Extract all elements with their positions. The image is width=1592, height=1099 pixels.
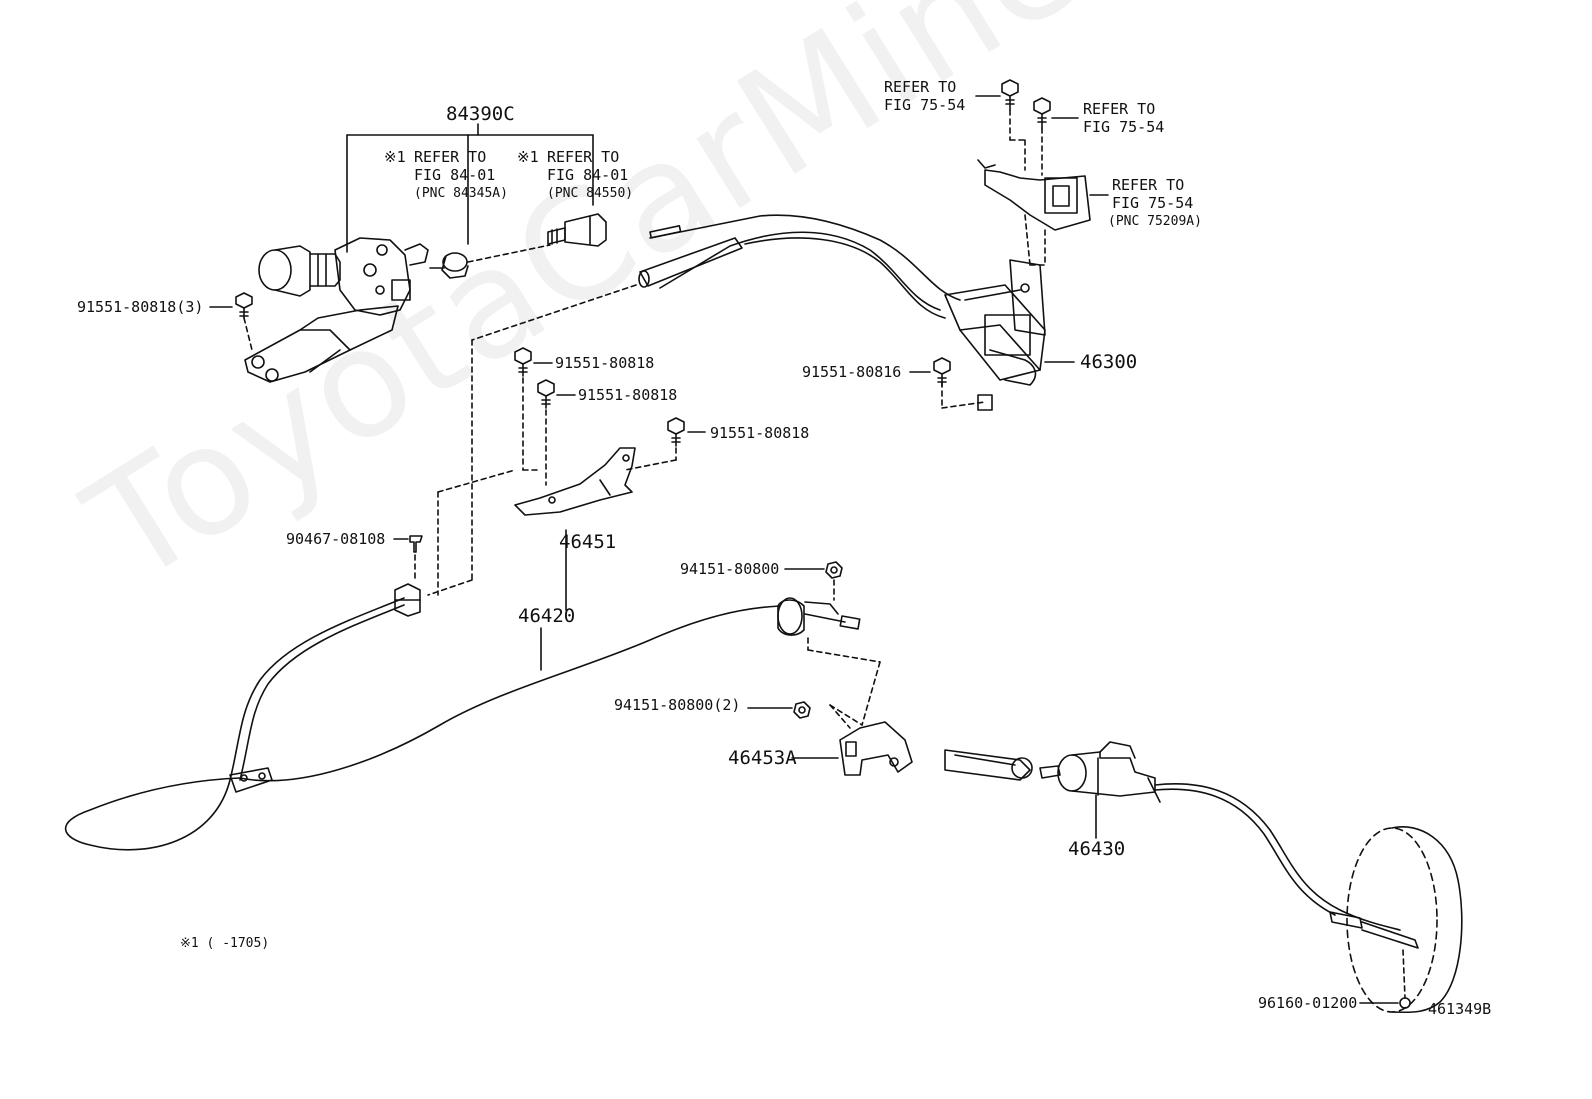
clip-96160-01200-icon <box>1359 997 1411 1009</box>
part-label-91551-80816: 91551-80816 <box>802 363 902 381</box>
part-label-96160-01200: 96160-01200 <box>1258 994 1358 1012</box>
refer-b-line1: REFER TO <box>1083 100 1156 118</box>
bracket-46453a <box>791 721 913 776</box>
bolt-46451-b-icon <box>537 379 576 486</box>
part-label-46430: 46430 <box>1068 838 1126 860</box>
bolt-91551-80816-icon <box>909 357 951 387</box>
part-label-90467-08108: 90467-08108 <box>286 530 386 548</box>
refer-84550-line2: FIG 84-01 <box>547 166 629 184</box>
refer-c-line1: REFER TO <box>1112 176 1185 194</box>
brake-drum-icon <box>1346 826 1463 1014</box>
refer-84345a-line3: (PNC 84345A) <box>414 186 508 201</box>
refer-a-line1: REFER TO <box>884 78 957 96</box>
refer-c-line3: (PNC 75209A) <box>1108 214 1202 229</box>
assembly-84390c-bracket <box>346 123 594 253</box>
part-label-94151-80800-2: 94151-80800(2) <box>614 696 741 714</box>
switch-84345a-icon <box>429 244 551 279</box>
refer-84345a-line2: FIG 84-01 <box>414 166 496 184</box>
part-label-91551-80818-3: 91551-80818(3) <box>77 298 204 316</box>
bolt-46451-c-icon <box>624 417 706 471</box>
nut-94151-80800-icon <box>784 561 843 579</box>
switch-75209a-assembly <box>977 159 1109 266</box>
nut-94151-80800-2-icon <box>747 701 811 719</box>
bolt-refer-a-icon <box>975 79 1026 171</box>
bolt-91551-80818-3-icon <box>209 292 253 351</box>
refer-84345a-mark: ※1 <box>384 148 406 166</box>
part-label-46451: 46451 <box>559 531 617 553</box>
refer-84345a-line1: REFER TO <box>414 148 487 166</box>
dashed-guide-lines <box>427 284 637 596</box>
footnote: ※1 ( -1705) <box>180 936 270 951</box>
refer-c-line2: FIG 75-54 <box>1112 194 1194 212</box>
bracket-46451 <box>514 447 636 611</box>
cable-46420 <box>64 583 781 851</box>
part-label-91551-80818-b: 91551-80818 <box>578 386 678 404</box>
part-label-46300: 46300 <box>1080 351 1138 373</box>
bolt-refer-b-icon <box>1033 97 1079 176</box>
part-label-46420: 46420 <box>518 605 576 627</box>
refer-b-line2: FIG 75-54 <box>1083 118 1165 136</box>
part-label-91551-80818-c: 91551-80818 <box>710 424 810 442</box>
cable-46420-end <box>777 579 881 729</box>
refer-84550-line1: REFER TO <box>547 148 620 166</box>
parking-brake-pedal <box>244 237 429 383</box>
clip-90467-08108-icon <box>393 535 423 581</box>
part-label-84390c: 84390C <box>446 103 515 125</box>
part-label-94151-80800: 94151-80800 <box>680 560 780 578</box>
cable-46430 <box>944 741 1419 949</box>
refer-a-line2: FIG 75-54 <box>884 96 966 114</box>
part-label-91551-80818-a: 91551-80818 <box>555 354 655 372</box>
refer-84550-mark: ※1 <box>517 148 539 166</box>
figure-id: 461349B <box>1428 1000 1492 1018</box>
bolt-46451-a-icon <box>514 347 553 471</box>
switch-84550-icon <box>547 213 607 247</box>
refer-84550-line3: (PNC 84550) <box>547 186 634 201</box>
part-label-46453a: 46453A <box>728 747 797 769</box>
